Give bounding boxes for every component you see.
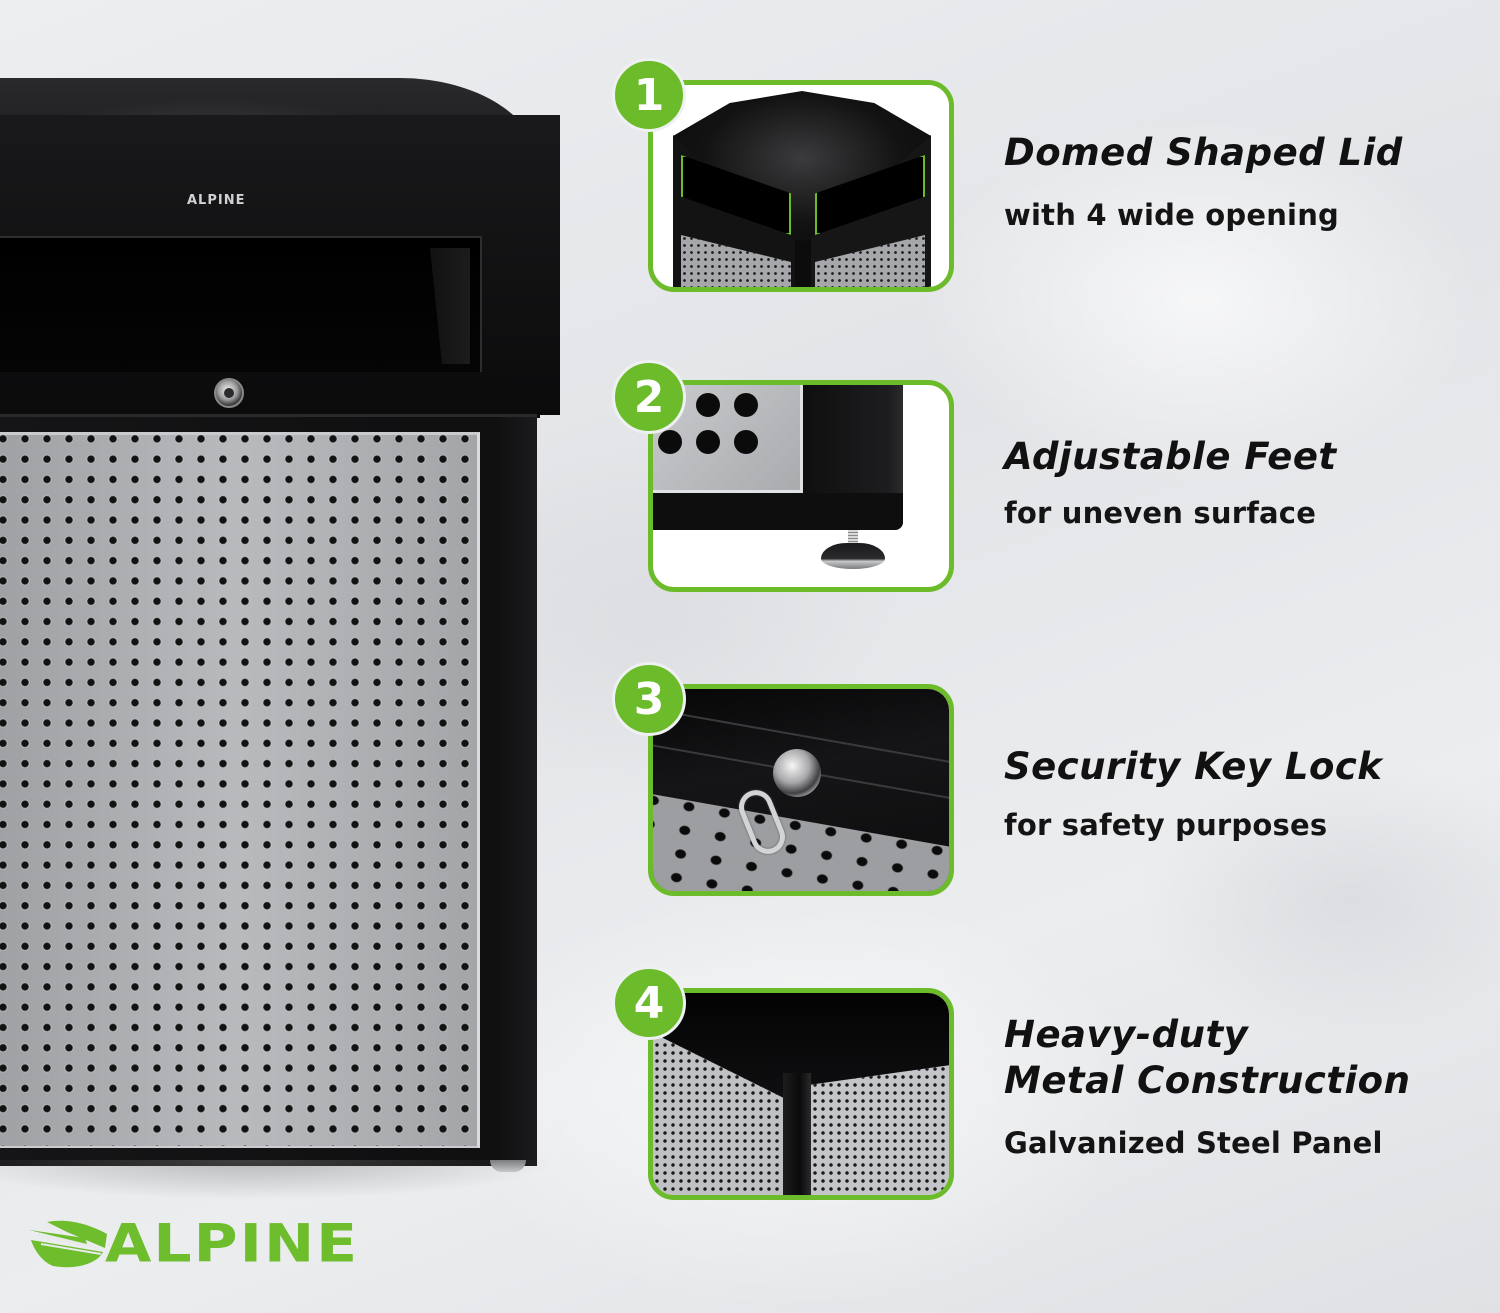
feature-title: Security Key Lock (1004, 745, 1383, 788)
steel-panel-right (811, 1065, 949, 1195)
key-lock-icon (773, 749, 821, 797)
feature-image-domed-lid (648, 80, 954, 292)
feature-subtitle: for uneven surface (1004, 496, 1317, 530)
step-number-badge: 1 (612, 58, 686, 132)
leveling-foot-pad (821, 543, 885, 569)
key-lock-icon (214, 378, 244, 408)
feature-title-line-2: Metal Construction (1004, 1059, 1411, 1102)
feature-subtitle: for safety purposes (1004, 808, 1328, 842)
lid-logo-text: ALPINE (187, 193, 246, 208)
perforated-panel-corner (653, 385, 803, 493)
product-image-trash-can: ALPINE (0, 0, 560, 1200)
corner-post (783, 1073, 811, 1195)
waste-opening (0, 236, 482, 372)
feature-title: Adjustable Feet (1004, 435, 1337, 478)
brand-logo: ALPINE (27, 1218, 359, 1270)
feature-image-steel-panel (648, 988, 954, 1200)
feature-image-adjustable-feet (648, 380, 954, 592)
brand-logo-text: ALPINE (105, 1213, 360, 1275)
floor-shadow (0, 1160, 560, 1200)
leveling-screw (848, 530, 858, 545)
adjustable-foot (490, 1160, 526, 1172)
step-number-badge: 2 (612, 360, 686, 434)
step-number-badge: 4 (612, 966, 686, 1040)
feature-image-key-lock (648, 684, 954, 896)
alpine-leaf-mark-icon (29, 1220, 107, 1268)
feature-title-line-1: Heavy-duty (1004, 1013, 1249, 1056)
feature-title: Domed Shaped Lid (1004, 131, 1403, 174)
feature-subtitle: Galvanized Steel Panel (1004, 1126, 1383, 1160)
step-number-badge: 3 (612, 662, 686, 736)
feature-subtitle: with 4 wide opening (1004, 198, 1340, 232)
perforated-steel-panel (0, 432, 480, 1148)
